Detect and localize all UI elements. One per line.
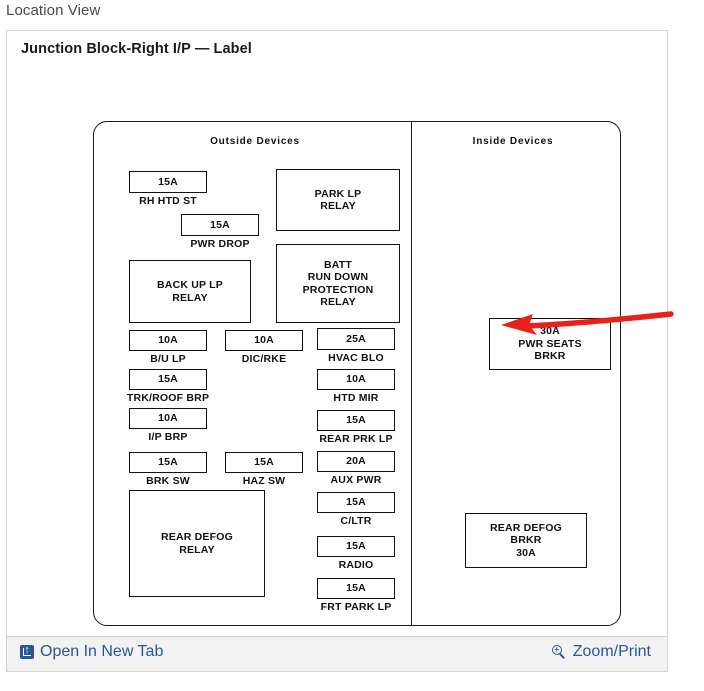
device-text-line: PROTECTION bbox=[302, 283, 374, 296]
section-heading-outside-devices: Outside Devices bbox=[210, 136, 300, 147]
device-text-line: REAR DEFOG bbox=[489, 521, 562, 534]
fuse-frt-park-lp: 15A bbox=[317, 578, 395, 599]
external-link-icon bbox=[20, 643, 34, 659]
fuse-rating: 15A bbox=[346, 496, 366, 509]
fuse-rating: 15A bbox=[158, 175, 178, 188]
device-text-line: BRKR bbox=[534, 350, 566, 363]
fuse-caption-frt-park-lp: FRT PARK LP bbox=[320, 601, 392, 613]
fuse-caption-hvac-blo: HVAC BLO bbox=[328, 352, 384, 364]
fuse-c-ltr: 15A bbox=[317, 492, 395, 513]
diagram-outer-frame bbox=[93, 121, 621, 626]
diagram-column-divider bbox=[411, 121, 412, 626]
fuse-haz-sw: 15A bbox=[225, 452, 303, 473]
fuse-rating: 15A bbox=[254, 456, 274, 469]
device-text-line: 30A bbox=[540, 325, 560, 338]
fuse-rear-prk-lp: 15A bbox=[317, 410, 395, 431]
diagram-viewer-panel: Junction Block-Right I/P — Label Outside… bbox=[6, 30, 674, 672]
fuse-aux-pwr: 20A bbox=[317, 451, 395, 472]
fuse-block-diagram: Outside Devices Inside Devices 15A RH HTD… bbox=[93, 121, 674, 626]
fuse-pwr-drop: 15A bbox=[181, 214, 259, 236]
viewer-footer-bar: Open In New Tab + Zoom/Print bbox=[6, 636, 668, 672]
device-text-line: PARK LP bbox=[314, 187, 362, 200]
device-text-line: RELAY bbox=[320, 295, 356, 308]
fuse-caption-htd-mir: HTD MIR bbox=[333, 392, 379, 404]
fuse-dic-rke: 10A bbox=[225, 330, 303, 351]
open-in-new-tab-label: Open In New Tab bbox=[40, 643, 164, 660]
zoom-print-label: Zoom/Print bbox=[572, 643, 651, 660]
fuse-brk-sw: 15A bbox=[129, 452, 207, 473]
location-view-label: Location View bbox=[6, 2, 101, 19]
fuse-caption-c-ltr: C/LTR bbox=[340, 515, 372, 527]
fuse-rating: 10A bbox=[158, 334, 178, 347]
fuse-radio: 15A bbox=[317, 536, 395, 557]
fuse-caption-dic-rke: DIC/RKE bbox=[241, 353, 287, 365]
fuse-rating: 15A bbox=[158, 456, 178, 469]
fuse-rating: 10A bbox=[158, 412, 178, 425]
fuse-caption-trk-roof-brp: TRK/ROOF BRP bbox=[126, 392, 210, 404]
fuse-rating: 20A bbox=[346, 455, 366, 468]
fuse-rating: 15A bbox=[346, 414, 366, 427]
fuse-rating: 15A bbox=[346, 540, 366, 553]
fuse-rating: 15A bbox=[158, 373, 178, 386]
fuse-ip-brp: 10A bbox=[129, 408, 207, 429]
fuse-caption-b-u-lp: B/U LP bbox=[150, 353, 186, 365]
device-text-line: RELAY bbox=[172, 291, 208, 304]
device-text-line: RUN DOWN bbox=[307, 271, 369, 284]
device-text-line: REAR DEFOG bbox=[160, 531, 233, 544]
fuse-rating: 15A bbox=[346, 582, 366, 595]
fuse-hvac-blo: 25A bbox=[317, 328, 395, 350]
magnifier-plus-icon: + bbox=[551, 644, 567, 660]
fuse-caption-rh-htd-st: RH HTD ST bbox=[139, 195, 197, 207]
page-title: Junction Block-Right I/P — Label bbox=[21, 41, 252, 57]
fuse-caption-ip-brp: I/P BRP bbox=[148, 431, 188, 443]
fuse-rh-htd-st: 15A bbox=[129, 171, 207, 193]
device-text-line: RELAY bbox=[179, 543, 215, 556]
device-text-line: PWR SEATS bbox=[518, 337, 582, 350]
fuse-rating: 15A bbox=[210, 218, 230, 231]
fuse-caption-haz-sw: HAZ SW bbox=[242, 475, 286, 487]
device-text-line: BACK UP LP bbox=[157, 279, 223, 292]
fuse-htd-mir: 10A bbox=[317, 369, 395, 390]
device-text-line: BRKR bbox=[510, 534, 542, 547]
fuse-rating: 25A bbox=[346, 332, 366, 345]
fuse-caption-aux-pwr: AUX PWR bbox=[330, 474, 382, 486]
device-text-line: RELAY bbox=[320, 200, 356, 212]
fuse-caption-rear-prk-lp: REAR PRK LP bbox=[319, 433, 393, 445]
fuse-trk-roof-brp: 15A bbox=[129, 369, 207, 390]
section-heading-inside-devices: Inside Devices bbox=[472, 136, 554, 147]
fuse-caption-radio: RADIO bbox=[338, 559, 374, 571]
zoom-print-link[interactable]: + Zoom/Print bbox=[551, 643, 651, 660]
device-text-line: 30A bbox=[516, 546, 536, 559]
fuse-caption-pwr-drop: PWR DROP bbox=[190, 238, 250, 250]
fuse-rating: 10A bbox=[254, 334, 274, 347]
open-in-new-tab-link[interactable]: Open In New Tab bbox=[20, 643, 164, 660]
device-text-line: BATT bbox=[323, 258, 352, 271]
fuse-b-u-lp: 10A bbox=[129, 330, 207, 351]
fuse-rating: 10A bbox=[346, 373, 366, 386]
fuse-caption-brk-sw: BRK SW bbox=[146, 475, 190, 487]
